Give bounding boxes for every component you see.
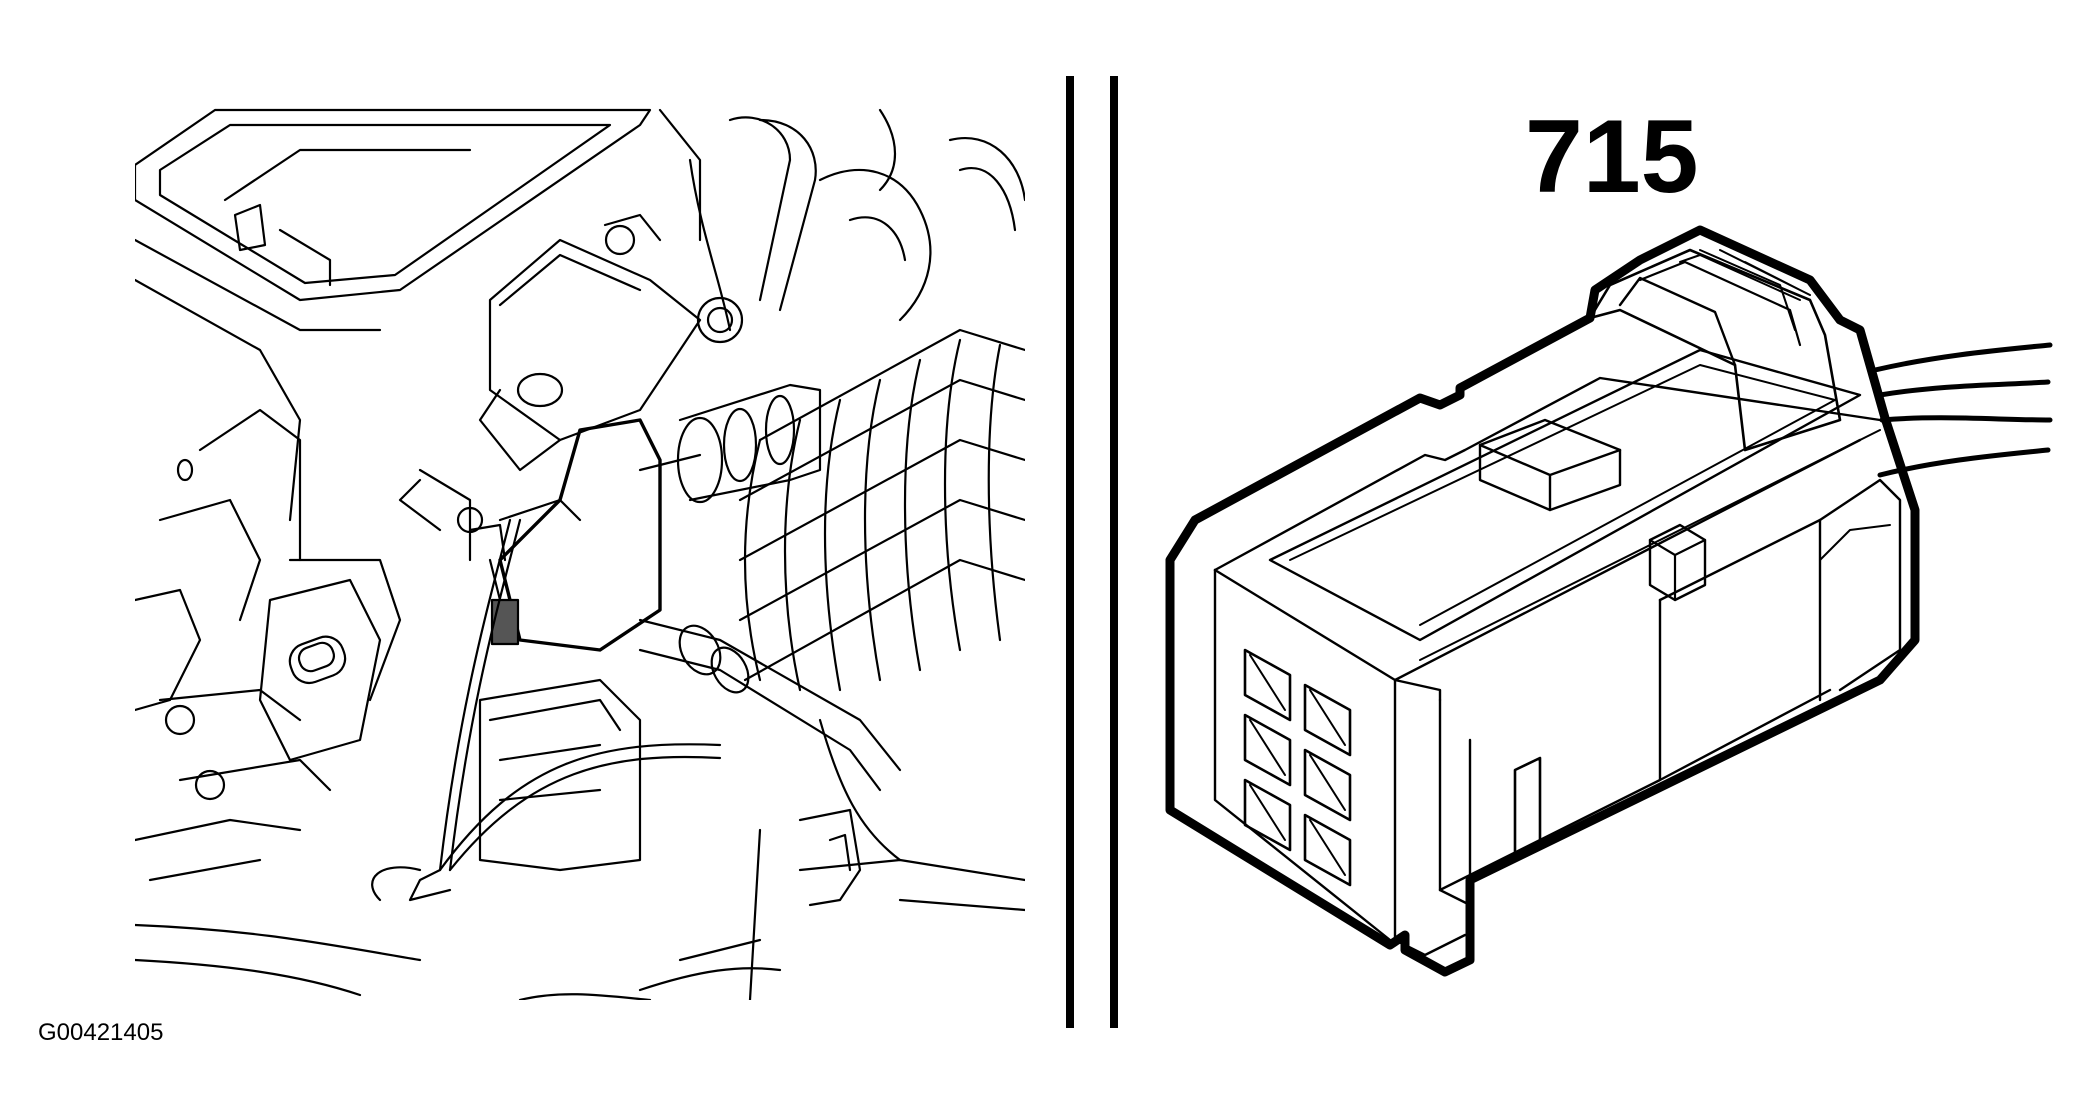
figure-id-label: G00421405 [38,1019,163,1046]
terminal-cavities [1243,648,1352,887]
panel-divider [1066,76,1118,1028]
connector-715-illustration [1165,225,2053,977]
connector-number-label: 715 [1525,99,1699,215]
engine-bay-illustration [135,108,1025,1000]
